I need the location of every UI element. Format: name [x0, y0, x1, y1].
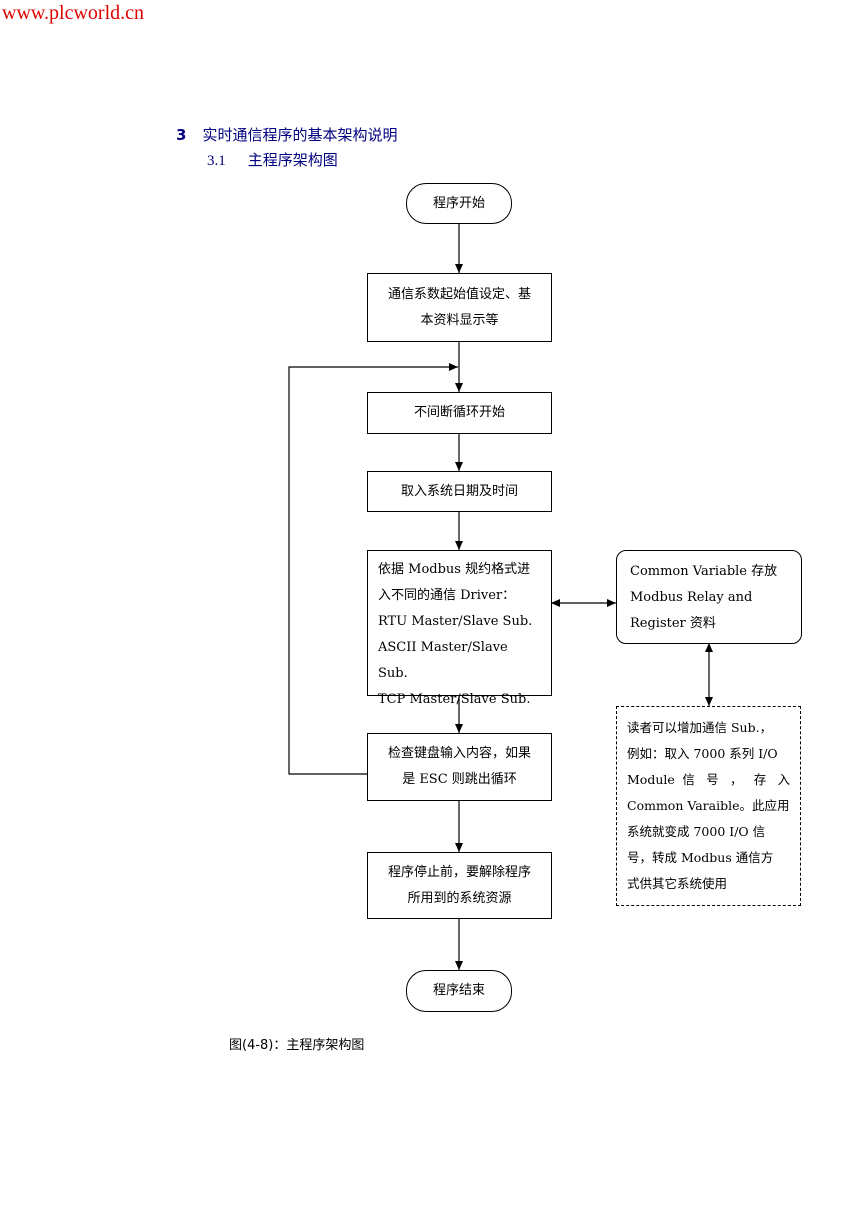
init-process-box: 通信系数起始值设定、基 本资料显示等	[367, 273, 552, 342]
note-line-6: 号，转成 Modbus 通信方	[627, 850, 774, 865]
subsection-heading: 3.1 主程序架构图	[207, 149, 338, 170]
common-var-line-2: Modbus Relay and	[630, 590, 753, 605]
release-line-1: 程序停止前，要解除程序	[387, 864, 531, 880]
note-line-1: 读者可以增加通信 Sub.，	[627, 720, 773, 735]
subsection-number: 3.1	[207, 153, 226, 169]
section-heading: 3 实时通信程序的基本架构说明	[176, 124, 397, 145]
release-box: 程序停止前，要解除程序 所用到的系统资源	[367, 852, 552, 919]
loop-start-box: 不间断循环开始	[367, 392, 552, 434]
driver-line-4: ASCII Master/Slave Sub.	[378, 640, 508, 681]
driver-line-1: 依据 Modbus 规约格式进	[378, 562, 531, 577]
note-line-4: Common Varaible。此应用	[627, 798, 790, 813]
start-terminal: 程序开始	[406, 183, 512, 224]
loop-back-line	[288, 363, 458, 775]
figure-caption: 图(4-8)：主程序架构图	[229, 1038, 365, 1053]
get-time-label: 取入系统日期及时间	[400, 483, 518, 499]
common-var-line-1: Common Variable 存放	[630, 564, 778, 579]
watermark: www.plcworld.cn	[2, 2, 145, 24]
common-variable-box: Common Variable 存放 Modbus Relay and Regi…	[616, 550, 802, 644]
loop-start-label: 不间断循环开始	[413, 405, 505, 420]
section-number: 3	[176, 126, 187, 144]
check-key-line-1: 检查键盘输入内容，如果	[387, 746, 531, 761]
start-label: 程序开始	[432, 195, 485, 211]
driver-line-5: TCP Master/Slave Sub.	[378, 692, 531, 707]
subsection-title: 主程序架构图	[247, 151, 338, 169]
driver-line-3: RTU Master/Slave Sub.	[378, 614, 533, 629]
common-var-line-3: Register 资料	[630, 616, 716, 631]
section-title: 实时通信程序的基本架构说明	[202, 126, 398, 144]
init-line-2: 本资料显示等	[420, 312, 499, 328]
note-line-3: Module 信 号 ， 存 入	[627, 772, 790, 787]
check-key-box: 检查键盘输入内容，如果 是 ESC 则跳出循环	[367, 733, 552, 801]
note-line-2: 例如：取入 7000 系列 I/O	[627, 746, 778, 761]
check-key-line-2: 是 ESC 则跳出循环	[402, 772, 517, 787]
driver-box: 依据 Modbus 规约格式进 入不同的通信 Driver： RTU Maste…	[367, 550, 552, 707]
note-line-7: 式供其它系统使用	[627, 876, 728, 891]
end-label: 程序结束	[432, 983, 485, 998]
end-terminal: 程序结束	[406, 970, 512, 1012]
driver-line-2: 入不同的通信 Driver：	[378, 588, 516, 603]
init-line-1: 通信系数起始值设定、基	[387, 286, 531, 302]
get-time-box: 取入系统日期及时间	[367, 471, 552, 512]
release-line-2: 所用到的系统资源	[407, 890, 512, 906]
extension-note-box: 读者可以增加通信 Sub.， 例如：取入 7000 系列 I/O Module …	[616, 706, 801, 906]
note-line-5: 系统就变成 7000 I/O 信	[627, 824, 766, 839]
